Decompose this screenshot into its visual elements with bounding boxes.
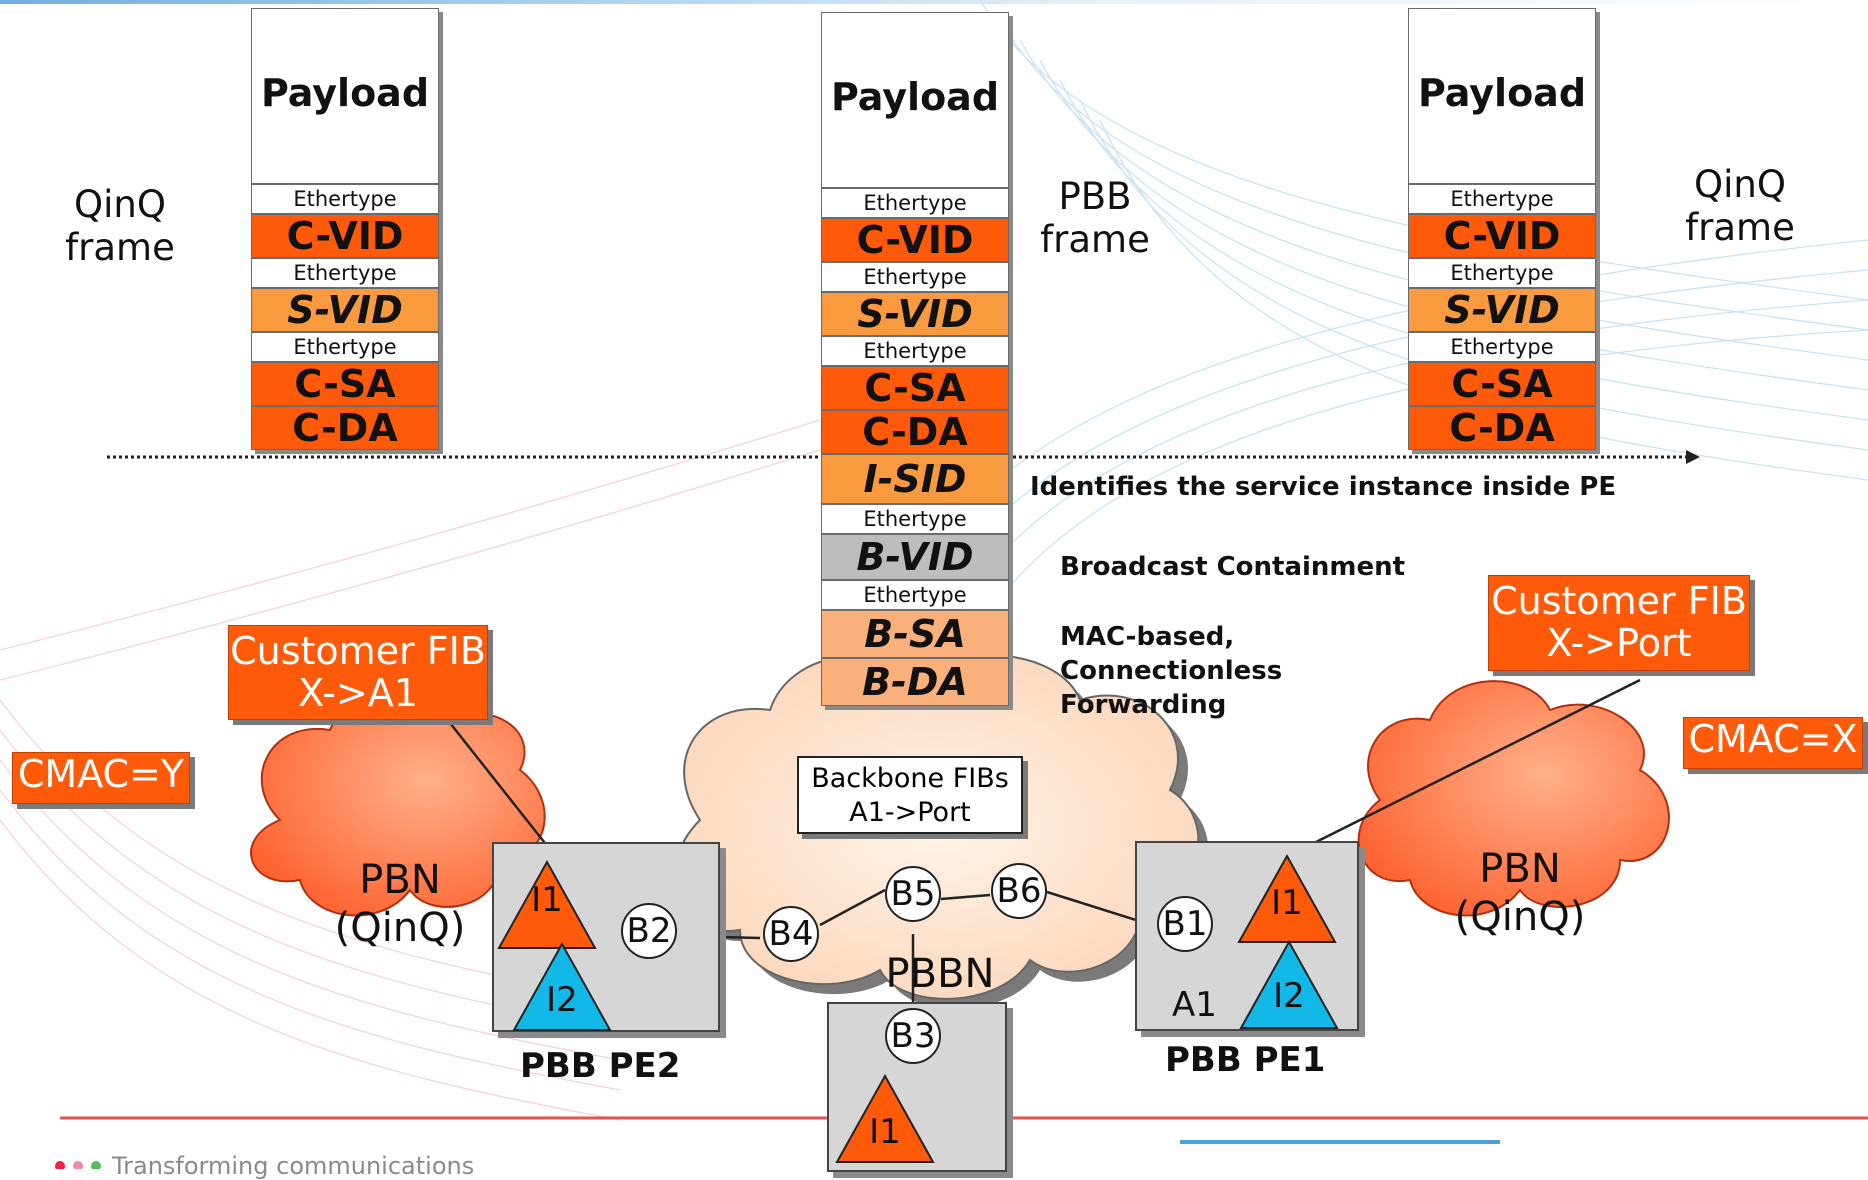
c-vid-cell: C-VID — [1408, 214, 1596, 258]
c-sa-cell: C-SA — [821, 366, 1009, 410]
node-b4: B4 — [763, 906, 819, 962]
pbn-left-label: PBN (QinQ) — [334, 857, 466, 951]
i1-label: I1 — [1271, 883, 1303, 923]
payload-cell: Payload — [251, 8, 439, 184]
pbb-frame: Payload Ethertype C-VID Ethertype S-VID … — [821, 12, 1009, 706]
ethertype-cell: Ethertype — [1408, 332, 1596, 362]
a1-label: A1 — [1172, 985, 1217, 1025]
c-vid-cell: C-VID — [821, 218, 1009, 262]
pe1-label: PBB PE1 — [1165, 1040, 1326, 1080]
ethertype-cell: Ethertype — [1408, 258, 1596, 288]
i2-triangle-pe1 — [1239, 939, 1339, 1029]
i1-triangle-pe2 — [497, 859, 597, 949]
ethertype-cell: Ethertype — [821, 336, 1009, 366]
customer-fib-right-box: Customer FIB X->Port — [1488, 575, 1750, 671]
i1-label: I1 — [531, 880, 563, 920]
ethertype-cell: Ethertype — [821, 504, 1009, 534]
c-vid-cell: C-VID — [251, 214, 439, 258]
c-da-cell: C-DA — [821, 410, 1009, 454]
i1-label: I1 — [869, 1112, 901, 1152]
pbbn-label: PBBN — [885, 951, 995, 997]
s-vid-cell: S-VID — [251, 288, 439, 332]
s-vid-cell: S-VID — [1408, 288, 1596, 332]
ethertype-cell: Ethertype — [821, 262, 1009, 292]
node-b5: B5 — [885, 866, 941, 922]
right-frame-label: QinQ frame — [1685, 163, 1795, 249]
ethertype-cell: Ethertype — [251, 184, 439, 214]
b-sa-cell: B-SA — [821, 610, 1009, 658]
pbn-right-label: PBN (QinQ) — [1454, 846, 1586, 940]
ethertype-cell: Ethertype — [821, 188, 1009, 218]
c-da-cell: C-DA — [1408, 406, 1596, 450]
b-da-cell: B-DA — [821, 658, 1009, 706]
footer-tagline: Transforming communications — [112, 1152, 475, 1180]
middle-frame-label: PBB frame — [1040, 175, 1150, 261]
i-sid-cell: I-SID — [821, 454, 1009, 504]
ethertype-cell: Ethertype — [1408, 184, 1596, 214]
ethertype-cell: Ethertype — [251, 332, 439, 362]
ethertype-cell: Ethertype — [251, 258, 439, 288]
right-qinq-frame: Payload Ethertype C-VID Ethertype S-VID … — [1408, 8, 1596, 450]
backbone-fibs-box: Backbone FIBs A1->Port — [797, 756, 1023, 834]
node-b6: B6 — [991, 863, 1047, 919]
node-b1: B1 — [1157, 896, 1213, 952]
node-b2: B2 — [621, 903, 677, 959]
b-address-note: MAC-based, Connectionless Forwarding — [1060, 622, 1283, 720]
i2-label: I2 — [1273, 976, 1305, 1016]
pe2-label: PBB PE2 — [520, 1046, 681, 1086]
i-sid-note: Identifies the service instance inside P… — [1030, 472, 1617, 502]
payload-cell: Payload — [1408, 8, 1596, 184]
node-b3: B3 — [885, 1008, 941, 1064]
s-vid-cell: S-VID — [821, 292, 1009, 336]
cmac-y-box: CMAC=Y — [12, 752, 190, 804]
c-da-cell: C-DA — [251, 406, 439, 450]
b-vid-note: Broadcast Containment — [1060, 552, 1406, 582]
i1-triangle-pe1 — [1237, 853, 1337, 943]
ethertype-cell: Ethertype — [821, 580, 1009, 610]
i1-triangle-pe3 — [835, 1073, 935, 1163]
customer-fib-left-box: Customer FIB X->A1 — [228, 625, 488, 720]
left-qinq-frame: Payload Ethertype C-VID Ethertype S-VID … — [251, 8, 439, 450]
payload-cell: Payload — [821, 12, 1009, 188]
c-sa-cell: C-SA — [1408, 362, 1596, 406]
left-frame-label: QinQ frame — [65, 183, 175, 269]
i2-triangle-pe2 — [512, 941, 612, 1031]
i2-label: I2 — [546, 980, 578, 1020]
b-vid-cell: B-VID — [821, 534, 1009, 580]
c-sa-cell: C-SA — [251, 362, 439, 406]
cmac-x-box: CMAC=X — [1683, 717, 1863, 769]
